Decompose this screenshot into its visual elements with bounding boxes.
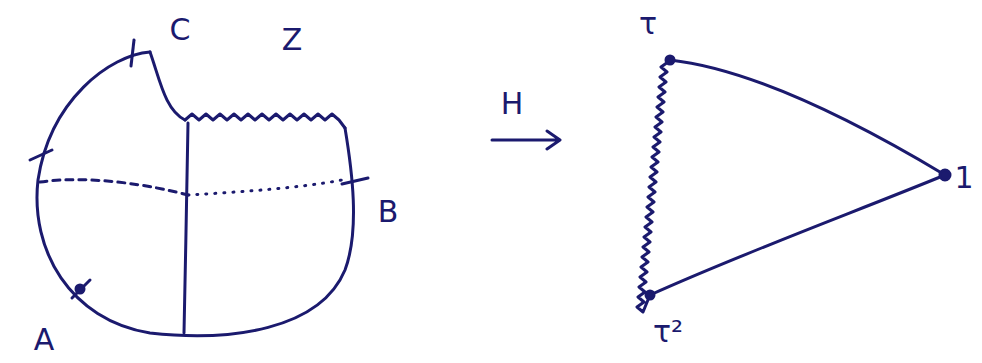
vertex-dot [940, 170, 950, 180]
meridian [184, 123, 188, 333]
tick-mark [72, 280, 90, 298]
map-label: H [499, 87, 526, 121]
sphere-notch [150, 52, 185, 120]
tick-mark [30, 150, 52, 160]
vertex-dot [666, 56, 674, 64]
vertex-label: 1 [952, 161, 975, 195]
sphere-outline [37, 52, 354, 336]
point-label: B [376, 195, 401, 229]
wavy-edge [185, 114, 345, 128]
vertex-label: τ² [651, 315, 685, 349]
vertex-dot [646, 291, 654, 299]
triangle-edge [650, 175, 945, 295]
curve-label: Z [280, 23, 305, 57]
point-label: A [32, 323, 57, 357]
point-label: C [168, 13, 193, 47]
point-dot [76, 285, 84, 293]
vertex-label: τ [637, 7, 659, 41]
triangle-edge [670, 60, 945, 175]
wavy-edge [637, 62, 668, 312]
map-arrow [492, 131, 560, 149]
equator-front [40, 180, 188, 195]
equator-back [188, 180, 342, 195]
tick-mark [131, 40, 134, 66]
tick-mark [342, 178, 368, 184]
